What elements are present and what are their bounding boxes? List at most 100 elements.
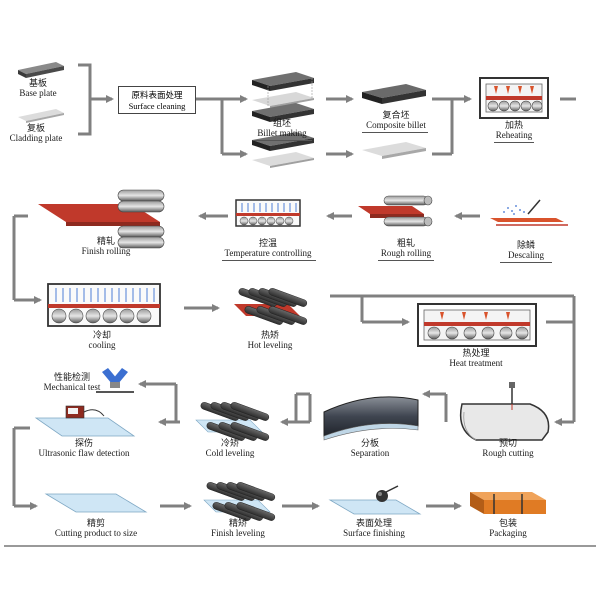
base-plate-label: 基板 Base plate bbox=[19, 79, 56, 99]
input-bracket bbox=[78, 63, 114, 136]
descaling-label: 除鳞 Descaling bbox=[508, 241, 544, 261]
reheating-label: 加热 Reheating bbox=[495, 121, 533, 141]
heat-treatment-en: Heat treatment bbox=[449, 358, 503, 369]
composite-billet-label: 复合坯 Composite billet bbox=[366, 111, 426, 131]
hot-leveling-en: Hot leveling bbox=[247, 340, 293, 351]
composite-billet-zh: 复合坯 bbox=[382, 111, 410, 121]
descaling-zh: 除鳞 bbox=[516, 241, 535, 251]
finish-leveling-en: Finish leveling bbox=[211, 528, 265, 539]
packaging-en: Packaging bbox=[489, 528, 527, 539]
surface-finishing-label: 表面处理 Surface finishing bbox=[343, 519, 405, 539]
rough-rolling-icon bbox=[358, 195, 433, 227]
cooling-icon bbox=[47, 283, 161, 327]
reheating-underline bbox=[494, 142, 534, 143]
cutting-to-size-en: Cutting product to size bbox=[54, 528, 138, 539]
hot-leveling-icon bbox=[234, 288, 308, 325]
base-plate-zh: 基板 bbox=[28, 79, 47, 89]
temperature-controlling-underline bbox=[222, 260, 316, 261]
cladding-plate-zh: 复板 bbox=[26, 124, 45, 134]
packaging-label: 包装 Packaging bbox=[489, 519, 527, 539]
cold-leveling-label: 冷矫 Cold leveling bbox=[205, 439, 255, 459]
cold-leveling-icon bbox=[195, 402, 270, 441]
billet-making-en: Billet making bbox=[257, 128, 307, 139]
billet-stack-icon bbox=[252, 72, 314, 122]
reheating-zh: 加热 bbox=[504, 121, 523, 131]
heat-treatment-zh: 热处理 bbox=[462, 349, 490, 359]
finish-to-cooling-connector bbox=[12, 214, 42, 304]
mechanical-test-zh: 性能检测 bbox=[53, 373, 91, 383]
descaling-en: Descaling bbox=[508, 250, 544, 261]
ultrasonic-label: 探伤 Ultrasonic flaw detection bbox=[39, 439, 130, 459]
temperature-controlling-zh: 控温 bbox=[258, 239, 277, 249]
descaling-underline bbox=[500, 262, 552, 263]
split-connector bbox=[196, 95, 248, 158]
billet-making-zh: 组坯 bbox=[272, 119, 291, 129]
rough-rolling-zh: 粗轧 bbox=[396, 239, 416, 249]
finish-rolling-label: 精轧 Finish rolling bbox=[81, 237, 131, 257]
ultrasonic-to-cutting-connector bbox=[12, 426, 38, 510]
heat-treatment-icon bbox=[417, 303, 537, 347]
ultrasonic-zh: 探伤 bbox=[74, 439, 93, 449]
finish-leveling-label: 精矫 Finish leveling bbox=[211, 519, 265, 539]
rough-rolling-en: Rough rolling bbox=[380, 248, 432, 259]
cooling-zh: 冷却 bbox=[92, 331, 111, 341]
cooling-label: 冷却 cooling bbox=[88, 331, 116, 351]
rough-cutting-en: Rough cutting bbox=[482, 448, 534, 459]
heat-treatment-label: 热处理 Heat treatment bbox=[449, 349, 503, 369]
surface-finishing-icon bbox=[328, 485, 422, 515]
surface-finishing-en: Surface finishing bbox=[343, 528, 405, 539]
billet-making-underline bbox=[254, 140, 312, 141]
mechanical-test-icon bbox=[96, 368, 134, 393]
finish-rolling-zh: 精轧 bbox=[96, 237, 116, 247]
mechanical-test-en: Mechanical test bbox=[43, 382, 101, 393]
composite-billet-icon bbox=[362, 84, 426, 159]
rough-cutting-zh: 预切 bbox=[498, 439, 517, 449]
billet-stack-lower-icon bbox=[252, 132, 314, 168]
finish-leveling-zh: 精矫 bbox=[228, 519, 247, 529]
base-plate-icon bbox=[18, 62, 64, 78]
composite-billet-en: Composite billet bbox=[366, 120, 426, 131]
cold-leveling-zh: 冷矫 bbox=[220, 439, 239, 449]
cladding-plate-en: Cladding plate bbox=[9, 133, 63, 144]
cutting-to-size-label: 精剪 Cutting product to size bbox=[54, 519, 138, 539]
hot-leveling-label: 热矫 Hot leveling bbox=[247, 331, 293, 351]
surface-cleaning-box: 原料表面处理 Surface cleaning bbox=[118, 86, 196, 114]
cutting-to-size-icon bbox=[44, 493, 148, 513]
separation-zh: 分板 bbox=[360, 439, 379, 449]
rough-rolling-underline bbox=[378, 260, 434, 261]
hot-leveling-zh: 热矫 bbox=[260, 331, 279, 341]
arrows-to-composite bbox=[326, 95, 472, 158]
cooling-en: cooling bbox=[88, 340, 116, 351]
separation-icon bbox=[323, 396, 419, 441]
billet-making-label: 组坯 Billet making bbox=[257, 119, 307, 139]
finish-leveling-icon bbox=[203, 482, 276, 521]
descaling-icon bbox=[490, 199, 568, 226]
temperature-control-icon bbox=[235, 199, 301, 227]
ultrasonic-icon bbox=[34, 405, 136, 437]
rough-cutting-icon bbox=[459, 382, 550, 441]
surface-cleaning-zh: 原料表面处理 bbox=[131, 91, 183, 101]
reheating-furnace-icon bbox=[479, 77, 549, 119]
surface-finishing-zh: 表面处理 bbox=[355, 519, 393, 529]
cladding-plate-icon bbox=[18, 109, 64, 123]
temperature-controlling-en: Temperature controlling bbox=[224, 248, 312, 259]
finish-rolling-en: Finish rolling bbox=[81, 246, 131, 257]
rough-rolling-label: 粗轧 Rough rolling bbox=[380, 239, 432, 259]
cladding-plate-label: 复板 Cladding plate bbox=[9, 124, 63, 144]
packaging-icon bbox=[470, 492, 546, 514]
reheating-en: Reheating bbox=[495, 130, 533, 141]
temperature-controlling-label: 控温 Temperature controlling bbox=[224, 239, 312, 259]
surface-cleaning-en: Surface cleaning bbox=[128, 101, 186, 111]
separation-en: Separation bbox=[350, 448, 390, 459]
row4-arrows bbox=[138, 380, 448, 426]
cutting-to-size-zh: 精剪 bbox=[86, 519, 105, 529]
cold-leveling-en: Cold leveling bbox=[205, 448, 255, 459]
composite-billet-underline bbox=[362, 132, 428, 133]
rough-cutting-label: 预切 Rough cutting bbox=[482, 439, 534, 459]
finish-rolling-icon bbox=[38, 189, 165, 249]
mechanical-test-label: 性能检测 Mechanical test bbox=[43, 373, 101, 393]
separation-label: 分板 Separation bbox=[350, 439, 390, 459]
hot-to-heat-connector bbox=[330, 294, 576, 426]
